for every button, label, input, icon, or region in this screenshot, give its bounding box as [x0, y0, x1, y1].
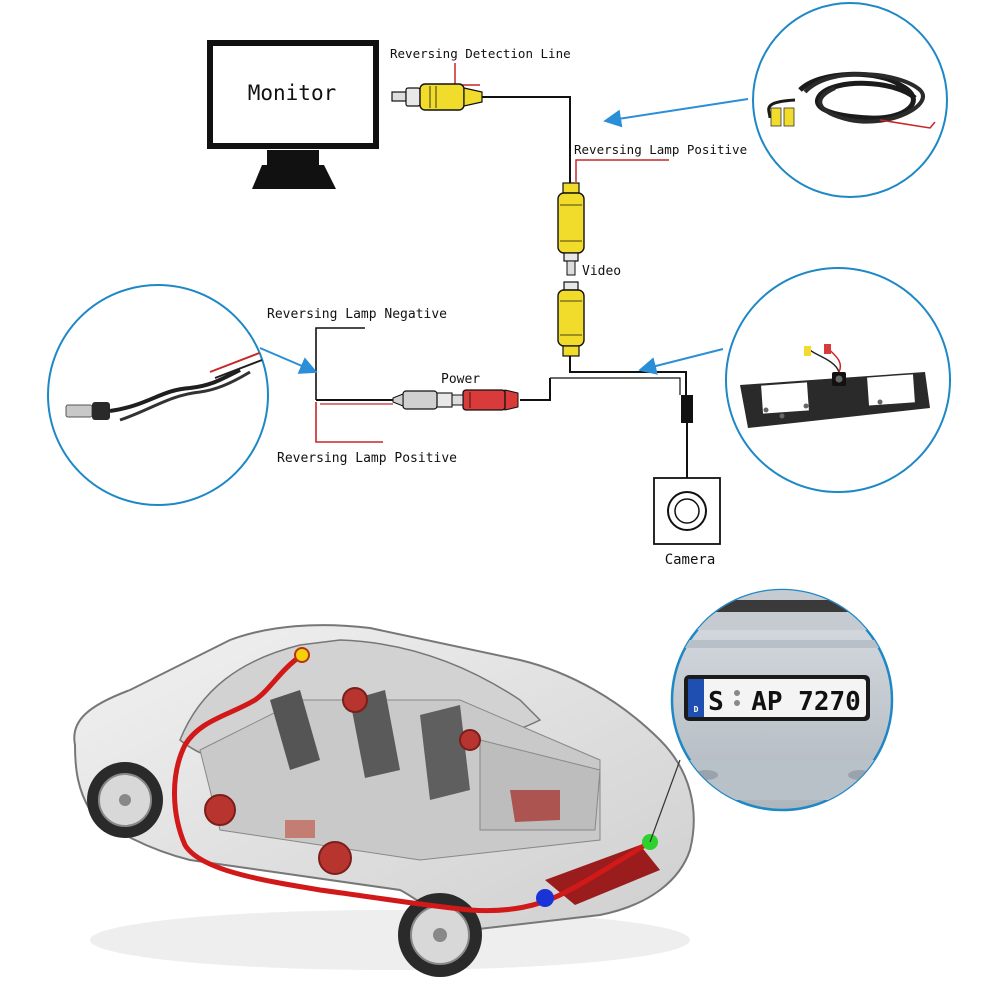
power-connector-male: [451, 389, 519, 411]
monitor-position-marker: [294, 647, 310, 663]
video-connector-upper: [557, 182, 585, 276]
monitor-icon: Monitor: [207, 40, 379, 189]
license-plate: D S AP 7270: [684, 675, 870, 721]
license-plate-frame-callout: [725, 267, 951, 493]
license-plate-callout: D S AP 7270: [670, 588, 894, 812]
reversing-detection-line-label: Reversing Detection Line: [390, 46, 571, 61]
video-label: Video: [582, 264, 621, 279]
reversing-lamp-positive-bottom-label: Reversing Lamp Positive: [277, 451, 457, 466]
camera-label: Camera: [665, 552, 716, 568]
monitor-label: Monitor: [248, 81, 337, 105]
power-connector-female: [392, 390, 453, 410]
plate-country: D: [694, 705, 699, 714]
camera-icon: [653, 477, 721, 545]
plate-right-text: AP 7270: [751, 687, 861, 717]
reverse-lamp-position-marker: [536, 889, 554, 907]
license-plate-frame-icon: [740, 372, 930, 428]
front-wheel: [87, 762, 163, 838]
rca-cable-callout: [752, 2, 948, 198]
power-label: Power: [441, 372, 480, 387]
rear-wheel: [398, 893, 482, 977]
power-cable-callout: [47, 284, 269, 506]
reversing-lamp-positive-top-label: Reversing Lamp Positive: [574, 142, 747, 157]
reversing-lamp-negative-label: Reversing Lamp Negative: [267, 307, 447, 322]
rca-plug-icon: [391, 83, 483, 111]
car-illustration: [73, 624, 695, 977]
video-connector-lower: [557, 281, 585, 357]
plate-left-text: S: [708, 687, 724, 717]
